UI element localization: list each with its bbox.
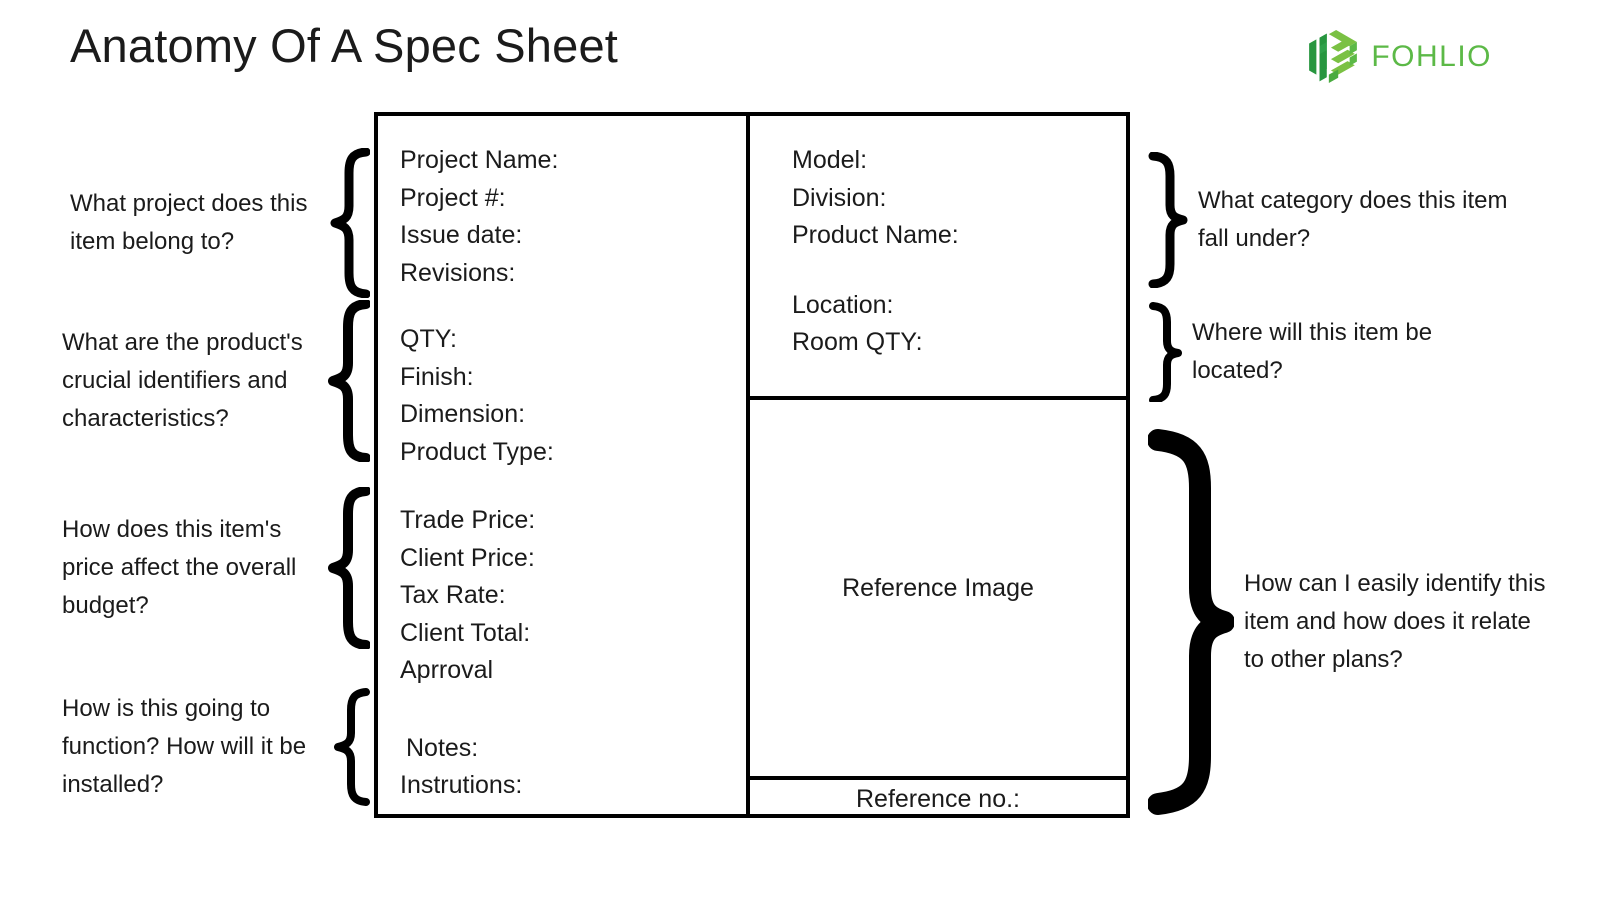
cell-category-info: Model: Division: Product Name: Location:… <box>750 116 1126 400</box>
field-location: Location: <box>792 290 894 319</box>
annotation-project-text: What project does this item belong to? <box>70 190 308 255</box>
cell-reference-image: Reference Image <box>750 400 1126 780</box>
field-trade-price: Trade Price: <box>400 506 536 534</box>
field-group-pricing: Trade Price: Client Price: Tax Rate: Cli… <box>400 502 746 690</box>
annotation-reference: How can I easily identify this item and … <box>1148 428 1548 816</box>
field-product-name: Product Name: <box>792 221 959 249</box>
right-curly-brace-icon <box>1148 152 1188 288</box>
field-qty: QTY: <box>400 325 457 353</box>
annotation-project: What project does this item belong to? <box>70 148 370 298</box>
annotation-identifiers-text: What are the product's crucial identifie… <box>62 329 303 432</box>
brand-logo: FOHLIO <box>1307 30 1492 84</box>
brand-name: FOHLIO <box>1371 40 1492 73</box>
field-room-qty: Room QTY: <box>792 328 923 356</box>
field-issue-date: Issue date: <box>400 221 523 249</box>
reference-image-label: Reference Image <box>842 573 1034 602</box>
field-tax-rate: Tax Rate: <box>400 581 506 609</box>
annotation-category-text: What category does this item fall under? <box>1198 187 1508 252</box>
annotation-location-text: Where will this item be located? <box>1192 319 1433 384</box>
right-curly-brace-icon <box>1148 302 1182 402</box>
annotation-location: Where will this item be located? <box>1148 302 1508 402</box>
annotation-pricing: How does this item's price affect the ov… <box>62 487 370 649</box>
left-curly-brace-icon <box>334 688 370 806</box>
field-revisions: Revisions: <box>400 258 516 287</box>
spec-sheet-right-column: Model: Division: Product Name: Location:… <box>750 116 1126 814</box>
spec-sheet-left-column: Project Name: Project #: Issue date: Rev… <box>378 116 750 814</box>
field-product-type: Product Type: <box>400 437 554 466</box>
field-approval: Aprroval <box>400 656 494 684</box>
field-dimension: Dimension: <box>400 400 526 428</box>
field-project-name: Project Name: <box>400 146 559 174</box>
right-curly-brace-icon <box>1148 428 1234 816</box>
cell-reference-number: Reference no.: <box>750 780 1126 816</box>
annotation-category: What category does this item fall under? <box>1148 152 1508 288</box>
field-division: Division: <box>792 183 887 212</box>
annotation-reference-text: How can I easily identify this item and … <box>1244 570 1546 673</box>
left-curly-brace-icon <box>328 487 370 649</box>
field-group-notes: Notes: Instrutions: <box>400 730 746 805</box>
field-instructions: Instrutions: <box>400 771 523 799</box>
field-client-price: Client Price: <box>400 543 535 572</box>
field-model: Model: <box>792 146 868 174</box>
left-curly-brace-icon <box>330 148 370 298</box>
annotation-pricing-text: How does this item's price affect the ov… <box>62 516 297 619</box>
field-project-number: Project #: <box>400 183 506 212</box>
left-curly-brace-icon <box>328 300 370 462</box>
field-group-product-identifiers: QTY: Finish: Dimension: Product Type: <box>400 321 746 471</box>
reference-number-label: Reference no.: <box>856 784 1020 813</box>
field-notes: Notes: <box>406 733 479 762</box>
annotation-installation-text: How is this going to function? How will … <box>62 695 307 798</box>
field-group-project-info: Project Name: Project #: Issue date: Rev… <box>400 142 746 292</box>
spec-sheet-table: Project Name: Project #: Issue date: Rev… <box>374 112 1130 818</box>
page-title: Anatomy Of A Spec Sheet <box>70 19 619 72</box>
annotation-identifiers: What are the product's crucial identifie… <box>62 300 370 462</box>
field-finish: Finish: <box>400 362 474 391</box>
fohlio-cube-logo-icon <box>1307 30 1359 84</box>
field-client-total: Client Total: <box>400 618 531 647</box>
annotation-installation: How is this going to function? How will … <box>62 688 370 806</box>
